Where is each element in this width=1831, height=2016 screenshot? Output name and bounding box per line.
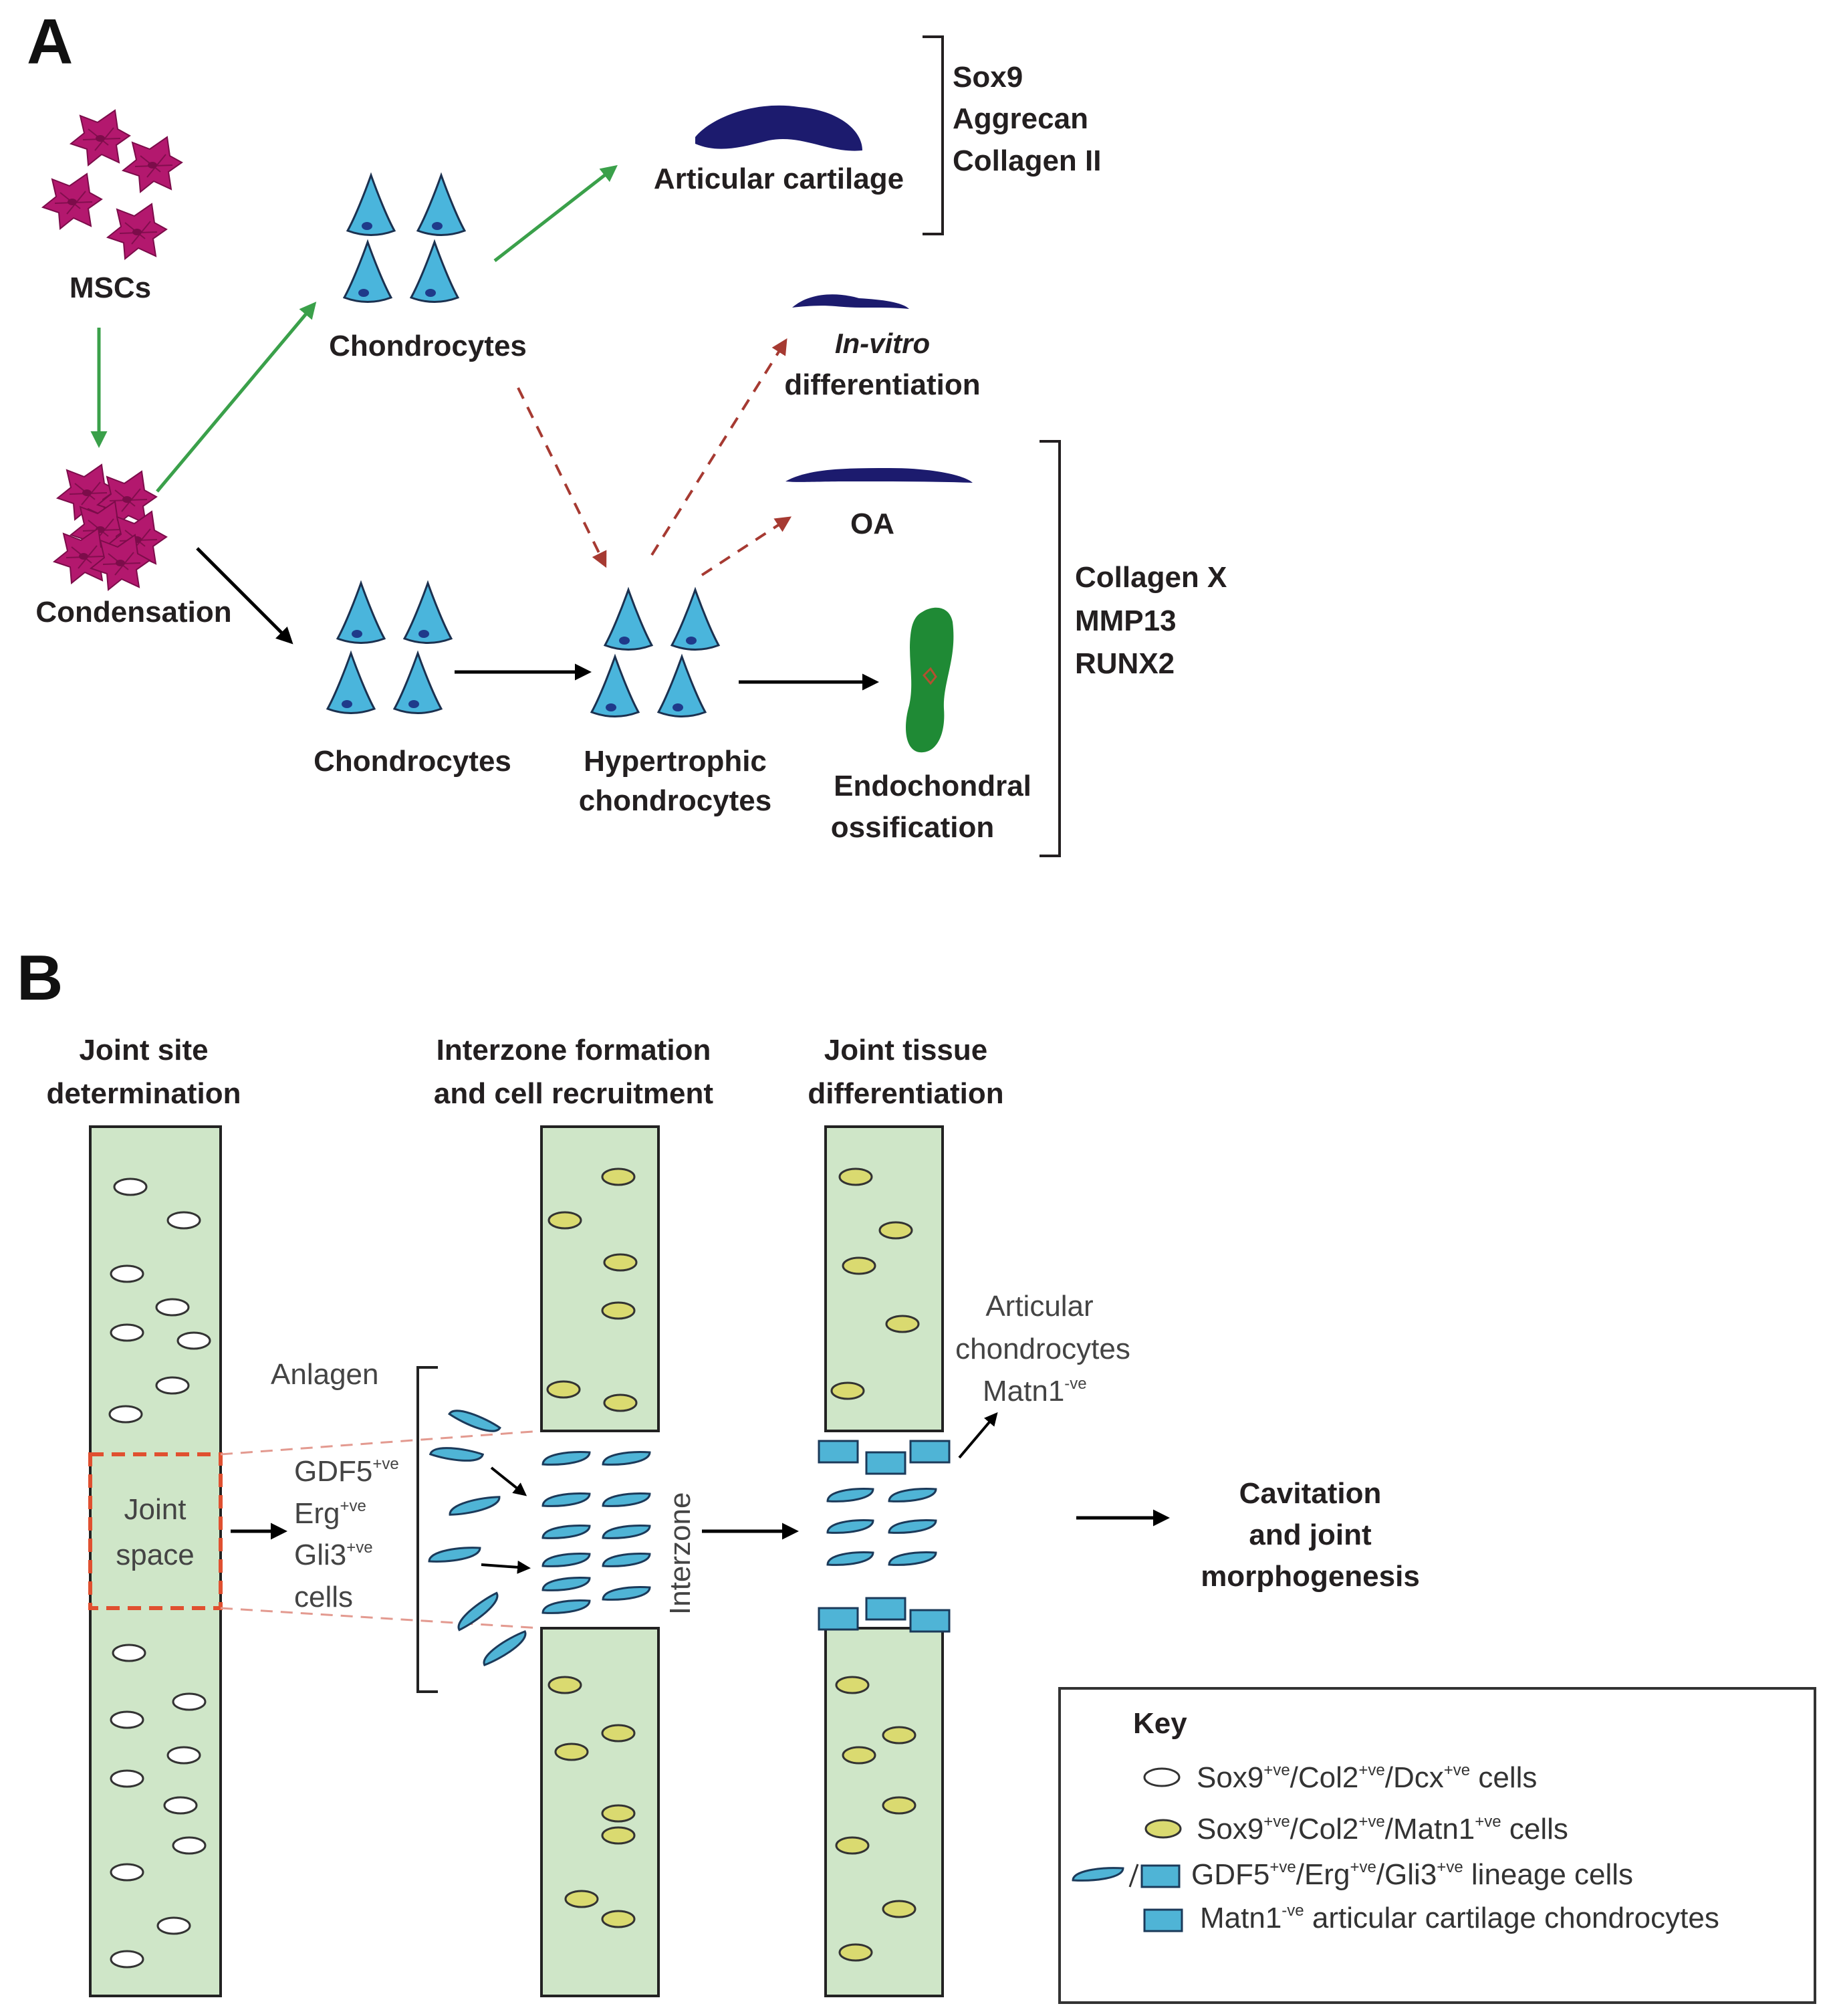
- hypertrophic-label-line2: chondrocytes: [579, 784, 772, 817]
- chondrocytes-bottom-label: Chondrocytes: [314, 745, 511, 778]
- articular-chondrocytes-line3: Matn1-ve: [983, 1375, 1087, 1408]
- cavitation-line1: Cavitation: [1239, 1477, 1382, 1510]
- chondrocyte-group-top: [343, 174, 466, 303]
- interzone-cells-column2: [541, 1451, 651, 1614]
- cavitation-line3: morphogenesis: [1201, 1560, 1420, 1593]
- key-lineage-square-icon: [1140, 1864, 1181, 1888]
- ossification-center-icon: [922, 667, 937, 685]
- gli3-label: Gli3+ve: [294, 1539, 373, 1571]
- arrow-condensation-to-chondrocytes-bottom: [196, 547, 293, 645]
- interzone-cells-column3: [826, 1488, 937, 1566]
- arrow-hypertrophic-to-oa: [701, 516, 792, 576]
- key-title: Key: [1133, 1707, 1187, 1740]
- arrow-migration-1: [490, 1466, 527, 1496]
- chondrocytes-top-label: Chondrocytes: [329, 330, 527, 362]
- marker-sox9: Sox9: [953, 61, 1023, 94]
- articular-cartilage-shape: [695, 105, 862, 151]
- articular-square-cells: [818, 1440, 951, 1633]
- migrating-lineage-cells: [428, 1410, 527, 1667]
- joint-space-label-line2: space: [116, 1539, 194, 1571]
- key-matn1-square-icon: [1143, 1908, 1183, 1932]
- key-item2: Sox9+ve/Col2+ve/Matn1+ve cells: [1197, 1813, 1568, 1845]
- col2-heading-line2: and cell recruitment: [434, 1077, 713, 1110]
- invitro-shape: [792, 294, 909, 309]
- col1-heading-line1: Joint site: [79, 1034, 208, 1067]
- key-lineage-cell-icon: [1072, 1867, 1124, 1882]
- key-item1: Sox9+ve/Col2+ve/Dcx+ve cells: [1197, 1761, 1537, 1794]
- condensation-cluster: [53, 464, 167, 590]
- arrow-hypertrophic-to-invitro: [650, 338, 787, 556]
- erg-label: Erg+ve: [294, 1497, 366, 1530]
- condensation-label: Condensation: [35, 596, 231, 629]
- arrow-migration-2: [481, 1560, 531, 1574]
- marker-runx2: RUNX2: [1075, 647, 1175, 680]
- chondrocyte-group-bottom: [326, 582, 453, 714]
- articular-chondrocytes-line1: Articular: [985, 1290, 1093, 1323]
- panel-b-label: B: [17, 942, 63, 1014]
- guide-line-top: [220, 1430, 542, 1456]
- white-cells-column1: [108, 1178, 211, 1969]
- col3-heading-line1: Joint tissue: [824, 1034, 988, 1067]
- key-yellow-cell-icon: [1144, 1819, 1182, 1839]
- key-item3: GDF5+ve/Erg+ve/Gli3+ve lineage cells: [1191, 1858, 1633, 1891]
- guide-line-bottom: [220, 1607, 542, 1630]
- anlagen-bracket: [416, 1366, 438, 1693]
- arrow-chondrocytes-to-cartilage: [493, 164, 618, 262]
- joint-space-label-line1: Joint: [124, 1493, 187, 1526]
- marker-collagen-ii: Collagen II: [953, 144, 1101, 177]
- arrow-condensation-to-chondrocytes: [156, 302, 317, 493]
- endochondral-shape: [906, 607, 954, 753]
- hypertrophic-chondrocyte-group: [590, 588, 720, 717]
- key-slash-divider: [1128, 1864, 1139, 1888]
- bracket-top: [923, 35, 944, 235]
- endochondral-label-line2: ossification: [831, 811, 995, 844]
- cavitation-line2: and joint: [1249, 1519, 1372, 1551]
- col1-heading-line2: determination: [47, 1077, 241, 1110]
- oa-label: OA: [850, 508, 894, 540]
- joint-space-box: [88, 1452, 223, 1610]
- articular-chondrocytes-line2: chondrocytes: [955, 1333, 1130, 1365]
- invitro-label-line2: differentiation: [784, 368, 980, 401]
- oa-shape: [785, 468, 973, 483]
- marker-collagen-x: Collagen X: [1075, 561, 1227, 594]
- key-box: [1058, 1687, 1816, 2004]
- arrow-to-articular-chondrocytes: [958, 1412, 998, 1459]
- key-item4: Matn1-ve articular cartilage chondrocyte…: [1200, 1902, 1719, 1934]
- key-white-cell-icon: [1143, 1767, 1181, 1787]
- yellow-cells-column2: [546, 1167, 638, 1928]
- endochondral-label-line1: Endochondral: [834, 770, 1031, 802]
- interzone-top-bar: [540, 1125, 660, 1432]
- anlagen-label: Anlagen: [271, 1358, 378, 1391]
- gdf5-label: GDF5+ve: [294, 1455, 399, 1488]
- msc-cluster: [42, 110, 182, 259]
- bracket-bottom: [1040, 440, 1061, 857]
- arrow-chondrocytes-to-hypertrophic-red: [517, 387, 607, 568]
- interzone-label: Interzone: [664, 1492, 697, 1615]
- articular-cartilage-label: Articular cartilage: [654, 162, 904, 195]
- col3-heading-line2: differentiation: [808, 1077, 1003, 1110]
- marker-mmp13: MMP13: [1075, 604, 1177, 637]
- cells-label: cells: [294, 1581, 353, 1613]
- yellow-cells-column3: [830, 1167, 920, 1962]
- hypertrophic-label-line1: Hypertrophic: [584, 745, 767, 778]
- mscs-label: MSCs: [70, 271, 151, 304]
- panel-a-label: A: [27, 6, 73, 78]
- marker-aggrecan: Aggrecan: [953, 102, 1088, 135]
- invitro-label-line1: In-vitro: [835, 328, 930, 359]
- col2-heading-line1: Interzone formation: [437, 1034, 711, 1067]
